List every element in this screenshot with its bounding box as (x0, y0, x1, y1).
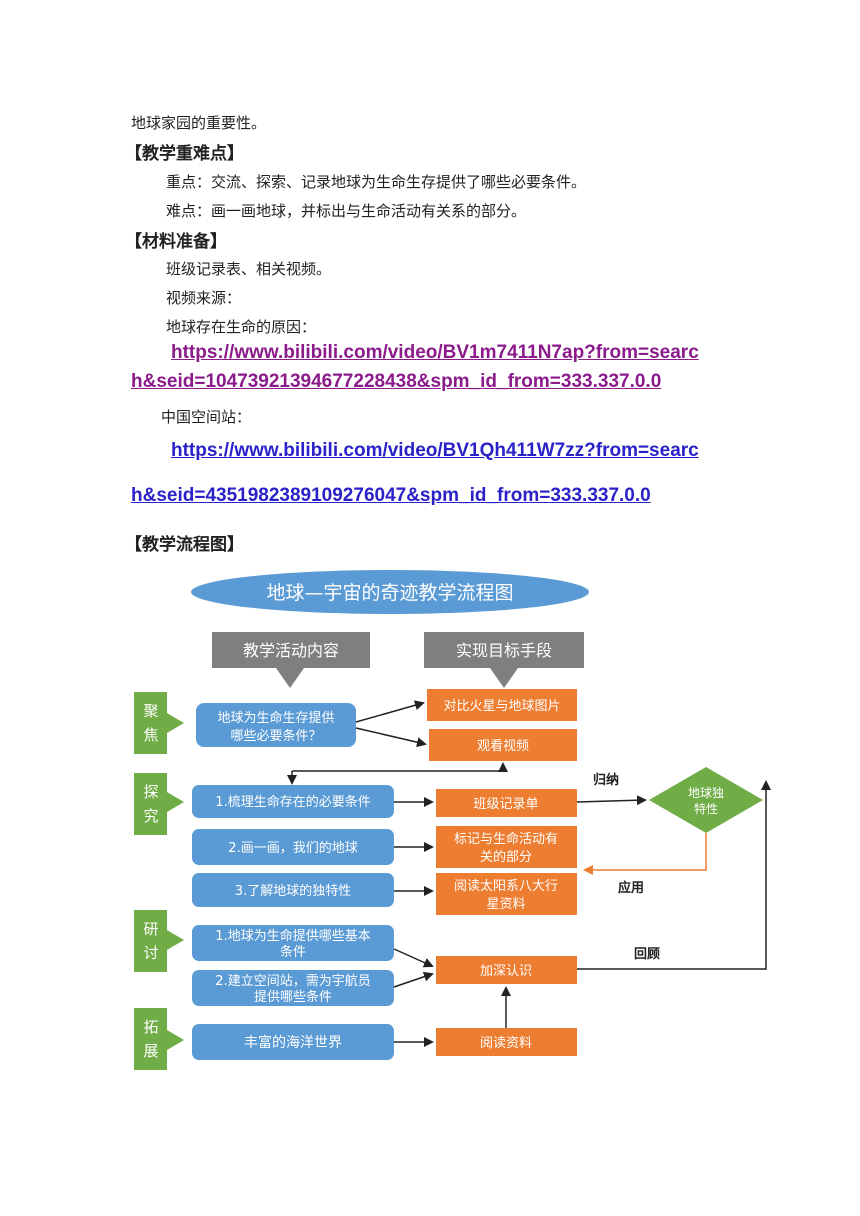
box-explore-3 (192, 873, 394, 907)
flow-arrows (287, 700, 771, 1047)
box-mark-parts-line1: 标记与生命活动有 (454, 831, 558, 847)
box-discuss-1 (192, 925, 394, 961)
link-space-station-line1[interactable]: https://www.bilibili.com/video/BV1Qh411W… (171, 440, 699, 461)
diamond-earth-uniqueness (649, 767, 763, 833)
stage-extend-char2: 展 (143, 1042, 158, 1060)
box-explore-2-label: 2.画一画，我们的地球 (228, 840, 357, 856)
box-discuss-2-line1: 2.建立空间站，需为宇航员 (215, 973, 370, 989)
intro-line: 地球家园的重要性。 (131, 114, 267, 132)
video-source-label: 视频来源： (166, 289, 242, 307)
flow-title: 地球—宇宙的奇迹教学流程图 (266, 582, 513, 604)
materials-text: 班级记录表、相关视频。 (166, 260, 332, 278)
box-watch-video (429, 729, 577, 761)
box-extend-1 (192, 1024, 394, 1060)
box-compare-images (427, 689, 577, 721)
box-read-materials-label: 阅读资料 (480, 1036, 532, 1051)
reason-label: 地球存在生命的原因： (166, 318, 317, 336)
stage-discuss-char2: 讨 (143, 944, 158, 962)
box-deepen-label: 加深认识 (480, 964, 532, 979)
box-read-solar-system-line2: 星资料 (486, 897, 525, 912)
box-read-materials (436, 1028, 577, 1056)
stage-explore: 探 究 (134, 773, 184, 835)
space-station-label: 中国空间站： (161, 408, 252, 426)
apply-arrow (583, 833, 707, 875)
stage-discuss-char1: 研 (143, 920, 158, 938)
stage-focus-char2: 焦 (143, 726, 158, 744)
label-apply: 应用 (618, 880, 644, 896)
stage-focus-char1: 聚 (143, 702, 158, 720)
box-mark-parts (436, 826, 577, 868)
label-summarize: 归纳 (593, 772, 619, 788)
label-review: 回顾 (634, 947, 660, 962)
box-deepen (436, 956, 577, 984)
box-discuss-2 (192, 970, 394, 1006)
link-life-reason-line1[interactable]: https://www.bilibili.com/video/BV1m7411N… (171, 342, 699, 363)
box-class-record-label: 班级记录单 (473, 797, 538, 812)
stage-extend: 拓 展 (134, 1008, 184, 1070)
box-read-solar-system-line1: 阅读太阳系八大行 (454, 879, 558, 894)
box-discuss-2-line2: 提供哪些条件 (254, 989, 332, 1005)
col-header-right (424, 632, 584, 668)
link-space-station-line2[interactable]: h&seid=4351982389109276047&spm_id_from=3… (131, 485, 651, 506)
box-read-solar-system (436, 873, 577, 915)
diamond-line1: 地球独 (688, 786, 724, 800)
stage-discuss: 研 讨 (134, 910, 184, 972)
box-explore-2 (192, 829, 394, 865)
col-header-left (212, 632, 370, 668)
key-point-text: 重点：交流、探索、记录地球为生命生存提供了哪些必要条件。 (166, 173, 587, 191)
stage-focus: 聚 焦 (134, 692, 184, 754)
box-compare-images-label: 对比火星与地球图片 (443, 699, 560, 714)
diamond-line2: 特性 (694, 801, 718, 816)
box-mark-parts-line2: 关的部分 (480, 849, 532, 865)
stage-explore-char2: 究 (143, 807, 158, 825)
heading-key-points: 【教学重难点】 (125, 144, 244, 164)
box-extend-1-label: 丰富的海洋世界 (244, 1034, 342, 1051)
box-explore-1-label: 1.梳理生命存在的必要条件 (215, 794, 370, 810)
box-focus-question-line1: 地球为生命生存提供 (217, 710, 334, 726)
col-header-left-label: 教学活动内容 (243, 641, 339, 660)
col-header-left-arrow (276, 668, 304, 688)
difficult-point-text: 难点：画一画地球，并标出与生命活动有关系的部分。 (166, 202, 527, 220)
stage-extend-char1: 拓 (143, 1018, 158, 1036)
box-explore-1 (192, 785, 394, 818)
box-watch-video-label: 观看视频 (477, 738, 529, 754)
link-life-reason-line2[interactable]: h&seid=10473921394677228438&spm_id_from=… (131, 371, 662, 392)
stage-explore-char1: 探 (143, 783, 158, 801)
col-header-right-label: 实现目标手段 (456, 641, 552, 660)
heading-materials: 【材料准备】 (125, 232, 227, 252)
box-discuss-1-line1: 1.地球为生命提供哪些基本 (215, 928, 370, 944)
heading-flowchart: 【教学流程图】 (125, 535, 244, 555)
box-focus-question (196, 703, 356, 747)
box-class-record (436, 789, 577, 817)
box-explore-3-label: 3.了解地球的独特性 (235, 883, 351, 899)
col-header-right-arrow (490, 668, 518, 688)
box-discuss-1-line2: 条件 (280, 944, 306, 960)
flow-title-ellipse (191, 570, 589, 614)
box-focus-question-line2: 哪些必要条件？ (230, 728, 321, 744)
